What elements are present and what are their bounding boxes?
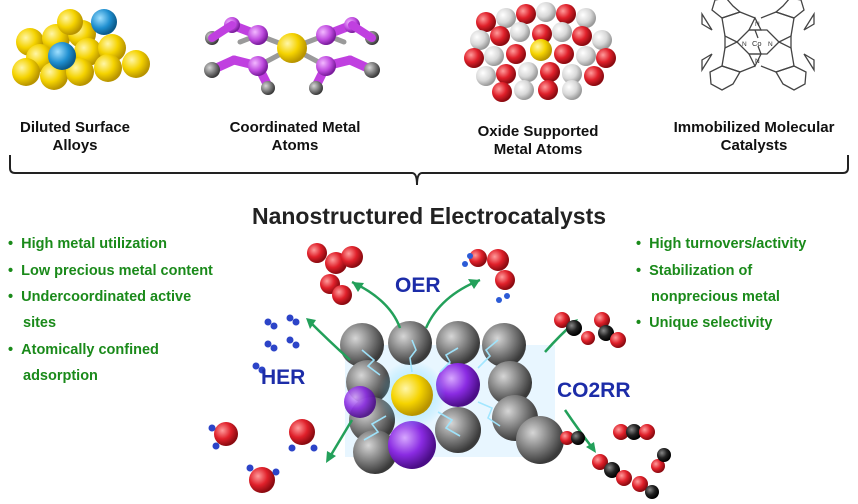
molecule-center-label: Co <box>752 39 762 48</box>
oer-label: OER <box>395 274 441 297</box>
list-item-text: Stabilization of <box>649 262 753 279</box>
category-label-alloys: Diluted Surface Alloys <box>0 119 150 155</box>
list-item-text: Undercoordinated active <box>21 289 192 305</box>
category-label-line1: Oxide Supported <box>477 123 599 140</box>
alloy-spheres-icon <box>12 9 150 90</box>
list-item: • Unique selectivity <box>636 314 806 333</box>
category-label-line2: Catalysts <box>720 137 788 154</box>
list-item: • Atomically confined adsorption <box>8 341 213 386</box>
molecule-n-label-left: N <box>742 41 747 48</box>
co2rr-label: CO2RR <box>557 379 631 402</box>
list-item-continuation: adsorption <box>23 367 98 384</box>
phthalocyanine-structure-icon <box>701 0 815 91</box>
co2rr-molecules <box>554 312 671 499</box>
category-label-oxide: Oxide Supported Metal Atoms <box>448 123 628 159</box>
coordinated-atom-model-icon <box>204 17 380 95</box>
list-item-text: High metal utilization <box>21 236 167 252</box>
oer-molecules <box>307 243 515 305</box>
category-label-molecular: Immobilized Molecular Catalysts <box>650 119 858 155</box>
oxide-lattice-icon <box>464 2 616 102</box>
category-label-line1: Immobilized Molecular <box>673 119 835 136</box>
bullet-marker: • <box>636 262 642 279</box>
bullet-marker: • <box>636 315 642 331</box>
category-label-line2: Alloys <box>52 137 98 154</box>
list-item-continuation: sites <box>23 315 57 331</box>
category-label-line1: Coordinated Metal <box>229 119 361 136</box>
bullet-marker: • <box>8 262 14 279</box>
molecule-n-label-top: N <box>755 21 760 28</box>
grouping-brace <box>9 155 849 186</box>
list-item-text: Low precious metal content <box>21 262 213 279</box>
list-item-continuation: nonprecious metal <box>651 288 780 305</box>
her-molecules <box>252 314 300 374</box>
right-benefits-list: • High turnovers/activity • Stabilizatio… <box>636 235 806 341</box>
catalyst-surface-model <box>340 321 564 474</box>
list-item: • Undercoordinated active sites <box>8 288 213 333</box>
left-benefits-list: • High metal utilization • Low precious … <box>8 235 213 393</box>
bullet-marker: • <box>8 236 14 252</box>
category-label-line1: Diluted Surface <box>19 119 131 136</box>
bullet-marker: • <box>8 341 14 358</box>
category-label-line2: Metal Atoms <box>493 141 583 158</box>
bullet-marker: • <box>8 289 14 305</box>
her-water-molecules <box>208 419 318 493</box>
list-item: • High turnovers/activity <box>636 235 806 254</box>
category-label-line2: Atoms <box>271 137 319 154</box>
list-item-text: High turnovers/activity <box>649 236 807 252</box>
list-item: • Low precious metal content <box>8 262 213 281</box>
page-title: Nanostructured Electrocatalysts <box>251 203 607 229</box>
category-label-coordinated: Coordinated Metal Atoms <box>200 119 390 155</box>
bullet-marker: • <box>636 236 642 252</box>
molecule-n-label-bottom: N <box>755 58 760 65</box>
list-item: • Stabilization of nonprecious metal <box>636 262 806 307</box>
molecule-n-label-right: N <box>768 41 773 48</box>
list-item-text: Atomically confined <box>21 341 159 358</box>
list-item: • High metal utilization <box>8 235 213 254</box>
list-item-text: Unique selectivity <box>649 315 773 331</box>
her-label: HER <box>261 366 306 389</box>
